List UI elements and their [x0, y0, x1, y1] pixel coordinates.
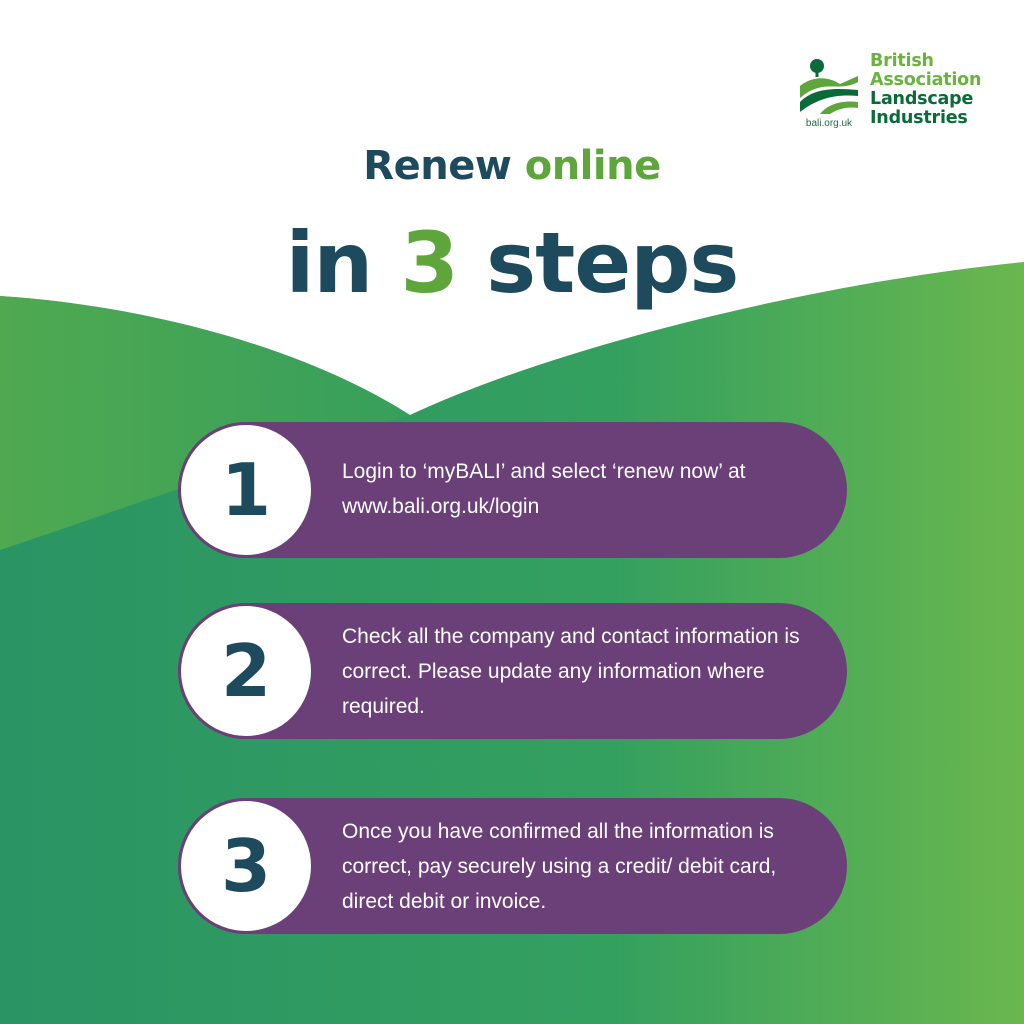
step-3-card: 3 Once you have confirmed all the inform… [178, 798, 847, 934]
headline-word-online: online [524, 143, 661, 189]
bali-logo[interactable]: bali.org.uk British Association Landscap… [796, 52, 1006, 136]
step-3-text: Once you have confirmed all the informat… [342, 820, 777, 913]
step-1-number-badge: 1 [178, 422, 314, 558]
logo-line-british: British [870, 51, 934, 71]
step-1-text: Login to ‘myBALI’ and select ‘renew now’… [342, 460, 746, 518]
headline-number: 3 [400, 214, 458, 312]
landscape-logo-icon [800, 56, 858, 114]
headline-word-in: in [285, 214, 374, 312]
step-3-number-badge: 3 [178, 798, 314, 934]
step-2-card: 2 Check all the company and contact info… [178, 603, 847, 739]
headline-word-steps: steps [486, 214, 739, 312]
headline-in-3-steps: in 3 steps [0, 214, 1024, 312]
logo-wordmark: British Association Landscape Industries [870, 52, 981, 128]
logo-line-association: Association [870, 70, 982, 90]
headline-renew-online: Renew online [0, 143, 1024, 189]
step-2-text: Check all the company and contact inform… [342, 625, 800, 718]
step-1-card: 1 Login to ‘myBALI’ and select ‘renew no… [178, 422, 847, 558]
logo-line-landscape: Landscape [870, 89, 974, 109]
logo-url: bali.org.uk [805, 118, 853, 129]
headline-word-renew: Renew [363, 143, 512, 189]
step-2-number-badge: 2 [178, 603, 314, 739]
logo-line-industries: Industries [870, 108, 968, 128]
